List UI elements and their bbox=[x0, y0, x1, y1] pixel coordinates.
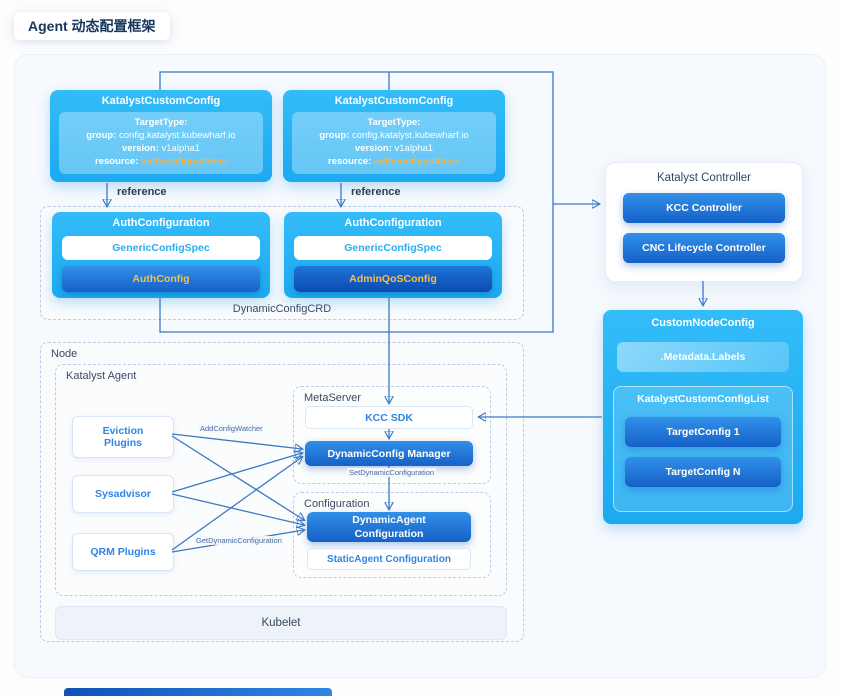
qrm-plugins-box: QRM Plugins bbox=[72, 533, 174, 571]
group-line: group: config.katalyst.kubewharf.io bbox=[59, 129, 263, 142]
kcc-controller-box: KCC Controller bbox=[623, 193, 785, 223]
target-config-1-box: TargetConfig 1 bbox=[625, 417, 781, 447]
node-label: Node bbox=[51, 348, 78, 360]
target-type-line: TargetType: bbox=[59, 116, 263, 129]
version-line: version: v1alpha1 bbox=[292, 142, 496, 155]
auth-configuration-box-1: AuthConfiguration GenericConfigSpec Auth… bbox=[52, 212, 270, 298]
custom-node-config-box: CustomNodeConfig .Metadata.Labels Kataly… bbox=[603, 310, 803, 524]
resource-value: authconfigurations bbox=[140, 156, 227, 167]
dynamic-agent-configuration-box: DynamicAgent Configuration bbox=[307, 512, 471, 542]
target-type-label: TargetType: bbox=[367, 117, 421, 128]
sysadvisor-box: Sysadvisor bbox=[72, 475, 174, 513]
group-label: group: bbox=[86, 130, 117, 141]
version-value: v1alpha1 bbox=[161, 143, 201, 154]
metadata-labels-chip: .Metadata.Labels bbox=[617, 342, 789, 372]
eviction-plugins-box: Eviction Plugins bbox=[72, 416, 174, 458]
resource-line: resource: authconfigurations bbox=[292, 155, 496, 168]
resource-line: resource: authconfigurations bbox=[59, 155, 263, 168]
box-title: AuthConfiguration bbox=[112, 217, 210, 229]
katalyst-agent-label: Katalyst Agent bbox=[66, 370, 137, 382]
dynamic-agent-configuration-label: DynamicAgent Configuration bbox=[352, 514, 426, 540]
resource-label: resource: bbox=[95, 156, 139, 167]
version-label: version: bbox=[354, 143, 392, 154]
eviction-plugins-label: Eviction Plugins bbox=[102, 425, 144, 449]
box-title: AuthConfiguration bbox=[344, 217, 442, 229]
sysadvisor-label: Sysadvisor bbox=[94, 488, 152, 500]
qrm-plugins-label: QRM Plugins bbox=[90, 546, 156, 558]
target-type-line: TargetType: bbox=[292, 116, 496, 129]
reference-label-left: reference bbox=[117, 186, 167, 198]
group-line: group: config.katalyst.kubewharf.io bbox=[292, 129, 496, 142]
resource-label: resource: bbox=[328, 156, 372, 167]
katalyst-custom-config-list-title: KatalystCustomConfigList bbox=[637, 393, 769, 405]
resource-value: authconfigurations bbox=[373, 156, 460, 167]
target-type-panel: TargetType: group: config.katalyst.kubew… bbox=[292, 112, 496, 174]
set-dynamic-configuration-label: SetDynamicConfiguration bbox=[347, 468, 437, 477]
target-config-n-box: TargetConfig N bbox=[625, 457, 781, 487]
katalyst-custom-config-list: KatalystCustomConfigList TargetConfig 1 … bbox=[613, 386, 793, 512]
box-title: KatalystCustomConfig bbox=[334, 95, 454, 107]
target-type-label: TargetType: bbox=[134, 117, 188, 128]
version-value: v1alpha1 bbox=[394, 143, 434, 154]
reference-label-right: reference bbox=[351, 186, 401, 198]
group-value: config.katalyst.kubewharf.io bbox=[352, 130, 469, 141]
metaserver-label: MetaServer bbox=[304, 392, 361, 404]
dynamic-config-manager-box: DynamicConfig Manager bbox=[305, 441, 473, 466]
partial-bottom-bar bbox=[64, 688, 332, 696]
auth-configuration-box-2: AuthConfiguration GenericConfigSpec Admi… bbox=[284, 212, 502, 298]
katalyst-custom-config-box-1: KatalystCustomConfig TargetType: group: … bbox=[50, 90, 272, 182]
dynamic-config-crd-label: DynamicConfigCRD bbox=[232, 303, 332, 315]
page-title-badge: Agent 动态配置框架 bbox=[14, 12, 170, 40]
katalyst-controller-title: Katalyst Controller bbox=[657, 172, 751, 184]
auth-config-chip: AuthConfig bbox=[62, 266, 260, 292]
admin-qos-config-chip: AdminQoSConfig bbox=[294, 266, 492, 292]
target-type-panel: TargetType: group: config.katalyst.kubew… bbox=[59, 112, 263, 174]
custom-node-config-title: CustomNodeConfig bbox=[651, 317, 755, 329]
cnc-lifecycle-controller-box: CNC Lifecycle Controller bbox=[623, 233, 785, 263]
version-label: version: bbox=[121, 143, 159, 154]
page-title: Agent 动态配置框架 bbox=[28, 18, 156, 34]
get-dynamic-configuration-label: GetDynamicConfiguration bbox=[194, 536, 284, 545]
group-value: config.katalyst.kubewharf.io bbox=[119, 130, 236, 141]
katalyst-controller-panel: Katalyst Controller KCC Controller CNC L… bbox=[605, 162, 803, 282]
generic-config-spec-chip: GenericConfigSpec bbox=[294, 236, 492, 260]
kcc-sdk-box: KCC SDK bbox=[305, 406, 473, 429]
group-label: group: bbox=[319, 130, 350, 141]
add-config-watcher-label: AddConfigWatcher bbox=[198, 424, 265, 433]
version-line: version: v1alpha1 bbox=[59, 142, 263, 155]
kubelet-box: Kubelet bbox=[55, 606, 507, 640]
box-title: KatalystCustomConfig bbox=[101, 95, 221, 107]
configuration-label: Configuration bbox=[304, 498, 370, 510]
katalyst-custom-config-box-2: KatalystCustomConfig TargetType: group: … bbox=[283, 90, 505, 182]
static-agent-configuration-box: StaticAgent Configuration bbox=[307, 548, 471, 570]
generic-config-spec-chip: GenericConfigSpec bbox=[62, 236, 260, 260]
